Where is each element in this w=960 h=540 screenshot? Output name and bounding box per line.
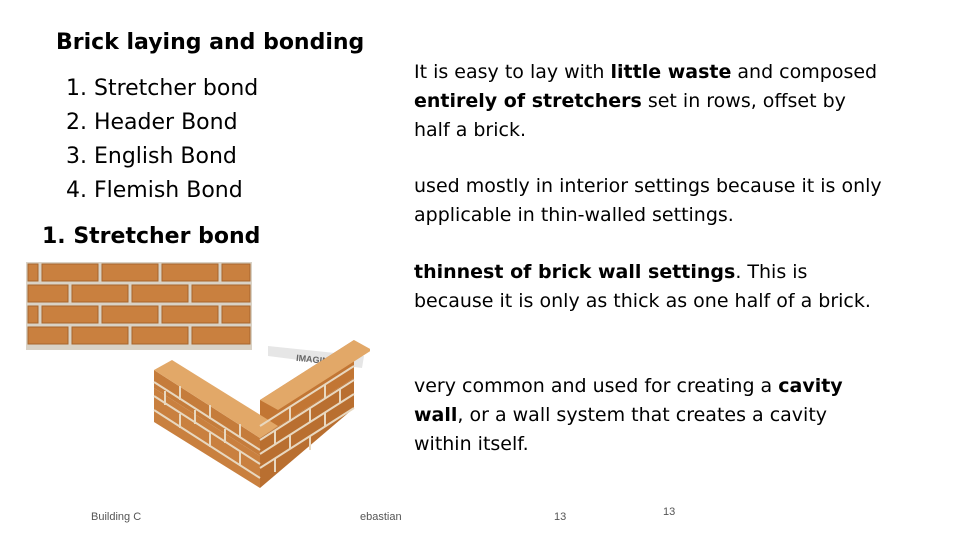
text-run: set in rows, offset by half a brick. bbox=[414, 90, 846, 141]
stretcher-bond-wall-image bbox=[26, 262, 252, 350]
slide-number: 13 bbox=[663, 506, 676, 518]
description-paragraph: thinnest of brick wall settings. This is… bbox=[414, 258, 884, 316]
description-paragraph: It is easy to lay with little waste and … bbox=[414, 58, 884, 145]
bond-type-item: 2. Header Bond bbox=[66, 110, 238, 135]
description-paragraph: used mostly in interior settings because… bbox=[414, 172, 884, 230]
slide-title: Brick laying and bonding bbox=[56, 30, 365, 55]
text-run: . This is because it is only as thick as… bbox=[414, 261, 871, 312]
description-paragraph: very common and used for creating a cavi… bbox=[414, 372, 884, 459]
emphasized-text: cavity wall bbox=[414, 375, 843, 426]
bond-type-item: 3. English Bond bbox=[66, 144, 237, 169]
stretcher-bond-corner-image bbox=[153, 340, 370, 488]
text-run: and composed bbox=[731, 61, 878, 83]
footer-author-text: ebastian bbox=[360, 511, 402, 523]
text-run: very common and used for creating a bbox=[414, 375, 779, 397]
emphasized-text: entirely of stretchers bbox=[414, 90, 642, 112]
text-run: used mostly in interior settings because… bbox=[414, 175, 882, 226]
text-run: , or a wall system that creates a cavity… bbox=[414, 404, 828, 455]
bond-type-item: 4. Flemish Bond bbox=[66, 178, 243, 203]
emphasized-text: thinnest of brick wall settings bbox=[414, 261, 736, 283]
footer-page-number: 13 bbox=[554, 511, 567, 523]
footer-left-text: Building C bbox=[91, 511, 142, 523]
emphasized-text: little waste bbox=[610, 61, 732, 83]
bond-type-item: 1. Stretcher bond bbox=[66, 76, 259, 101]
section-heading: 1. Stretcher bond bbox=[42, 224, 261, 249]
text-run: It is easy to lay with bbox=[414, 61, 611, 83]
bond-type-list: 1. Stretcher bond 2. Header Bond 3. Engl… bbox=[66, 72, 258, 208]
